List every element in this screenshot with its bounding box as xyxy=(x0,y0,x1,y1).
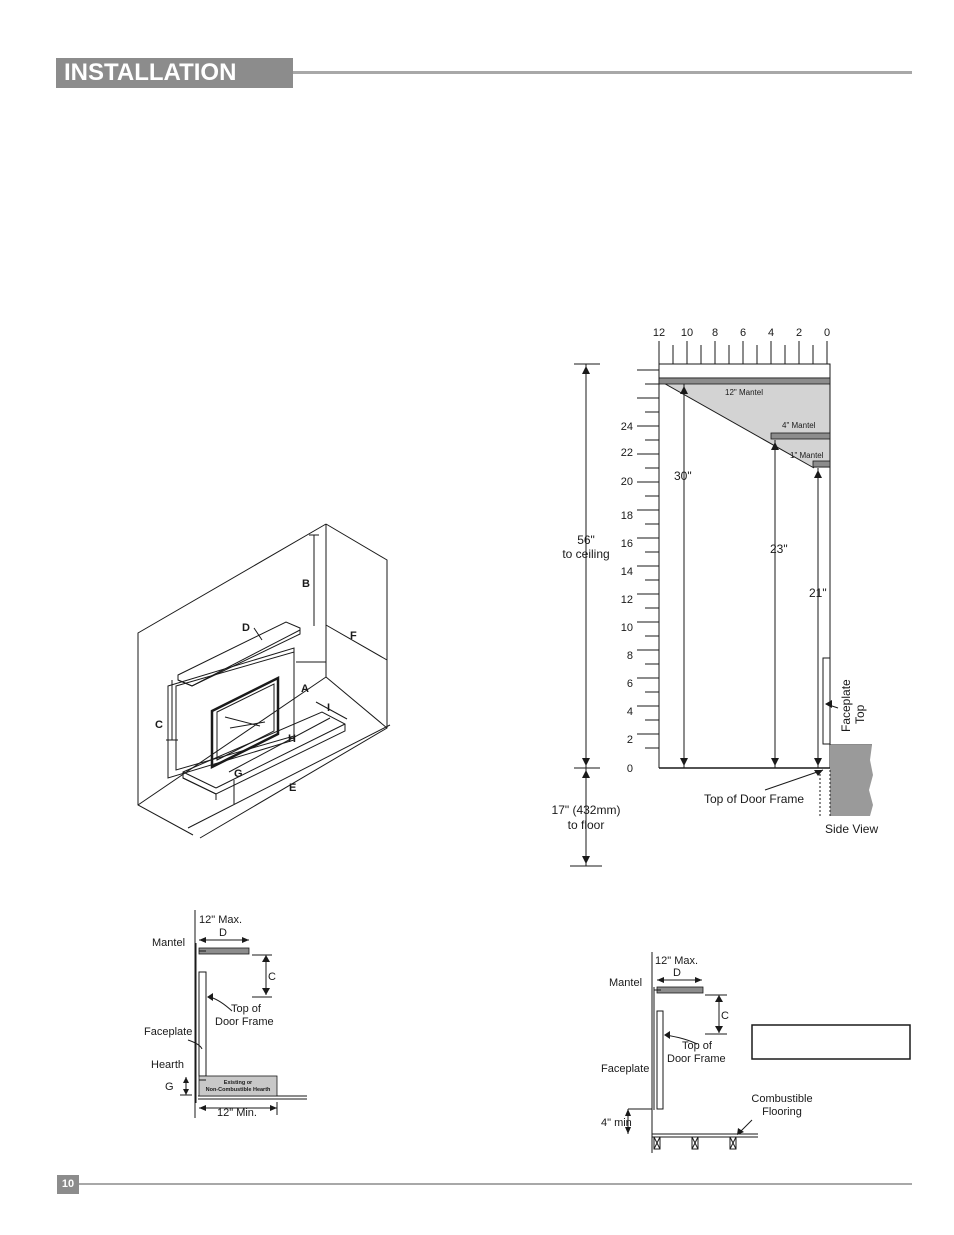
mantel-12-label: 12" Mantel xyxy=(725,388,763,397)
hd-hearth-label: Hearth xyxy=(151,1059,184,1071)
top-scale-8: 8 xyxy=(712,327,718,339)
ceiling-line2: to ceiling xyxy=(562,547,609,561)
left-scale-12: 12 xyxy=(621,594,633,606)
floor-diagram-mantel-bar xyxy=(656,986,704,994)
fd-door-line2: Door Frame xyxy=(667,1053,726,1065)
left-scale-8: 8 xyxy=(627,650,633,662)
fd-min4-label: 4" min xyxy=(601,1117,632,1129)
hd-max-label: 12" Max. xyxy=(199,914,242,926)
combustible-floor-diagram: 12" Max. D Mantel C Top of Door Frame Fa… xyxy=(601,952,911,1153)
iso-label-b: B xyxy=(302,578,310,590)
fd-mantel-label: Mantel xyxy=(609,977,642,989)
page-number: 10 xyxy=(61,1178,75,1190)
top-scale-10: 10 xyxy=(681,327,693,339)
hd-g-label: G xyxy=(165,1081,174,1093)
hd-mantel-label: Mantel xyxy=(152,937,185,949)
fd-max-label: 12" Max. xyxy=(655,955,698,967)
left-scale-10: 10 xyxy=(621,622,633,634)
fd-comb-line1: Combustible xyxy=(751,1093,812,1105)
iso-label-h: H xyxy=(288,733,296,745)
blank-callout-box xyxy=(751,1024,911,1060)
hd-min-label: 12" Min. xyxy=(217,1107,257,1119)
top-scale-2: 2 xyxy=(796,327,802,339)
left-scale-6: 6 xyxy=(627,678,633,690)
hd-c-label: C xyxy=(268,971,276,983)
hd-door-line1: Top of xyxy=(231,1003,262,1015)
left-scale-2: 2 xyxy=(627,734,633,746)
door-frame-label: Top of Door Frame xyxy=(704,792,804,806)
left-scale-14: 14 xyxy=(621,566,633,578)
hd-door-line2: Door Frame xyxy=(215,1016,274,1028)
isometric-fireplace-diagram: B D F A C I H G E xyxy=(137,523,391,839)
mantel-1-label: 1" Mantel xyxy=(790,451,824,460)
dim-30-label: 30" xyxy=(674,469,692,483)
left-scale-20: 20 xyxy=(621,476,633,488)
mantel-4-label: 4" Mantel xyxy=(782,421,816,430)
hearth-block xyxy=(198,1075,278,1097)
faceplate-top-line2: Top xyxy=(853,704,867,724)
mantel-12-bar xyxy=(658,377,831,385)
section-header-bar: INSTALLATION xyxy=(56,58,293,88)
dim-21-label: 21" xyxy=(809,586,827,600)
mantel-clearance-side-view: 12 10 8 6 4 2 0 24 22 20 18 16 14 12 10 … xyxy=(552,327,878,867)
hd-hearth-text2: Non-Combustible Hearth xyxy=(206,1087,271,1093)
section-title: INSTALLATION xyxy=(64,59,237,86)
hd-d-label: D xyxy=(219,927,227,939)
top-scale-12: 12 xyxy=(653,327,665,339)
hd-hearth-text1: Existing or xyxy=(224,1080,253,1086)
iso-label-d: D xyxy=(242,622,250,634)
header-rule xyxy=(293,71,912,74)
ceiling-line1: 56" xyxy=(577,533,595,547)
left-scale-0: 0 xyxy=(627,763,633,775)
floor-line2: to floor xyxy=(568,818,605,832)
left-scale-18: 18 xyxy=(621,510,633,522)
footer-rule xyxy=(79,1183,912,1185)
mantel-1-bar xyxy=(812,460,831,468)
fd-faceplate-label: Faceplate xyxy=(601,1063,649,1075)
dim-23-label: 23" xyxy=(770,542,788,556)
iso-label-e: E xyxy=(289,782,296,794)
hearth-diagram-mantel-bar xyxy=(198,947,250,955)
left-scale-4: 4 xyxy=(627,706,633,718)
top-scale-0: 0 xyxy=(824,327,830,339)
floor-line1: 17" (432mm) xyxy=(552,803,621,817)
faceplate-top-line1: Faceplate xyxy=(839,679,853,732)
wall-section xyxy=(830,745,873,816)
fd-c-label: C xyxy=(721,1010,729,1022)
mantel-4-bar xyxy=(770,432,831,440)
fd-d-label: D xyxy=(673,967,681,979)
iso-label-c: C xyxy=(155,719,163,731)
hd-faceplate-label: Faceplate xyxy=(144,1026,192,1038)
fd-comb-line2: Flooring xyxy=(762,1106,802,1118)
side-view-label: Side View xyxy=(825,822,878,836)
left-scale-24: 24 xyxy=(621,421,633,433)
iso-label-a: A xyxy=(301,683,309,695)
page-number-badge: 10 xyxy=(57,1175,79,1194)
iso-label-g: G xyxy=(234,768,243,780)
hearth-section-diagram: 12" Max. D Mantel C Top of Door Frame Fa… xyxy=(144,910,307,1119)
iso-label-f: F xyxy=(350,630,357,642)
left-scale-16: 16 xyxy=(621,538,633,550)
top-scale-6: 6 xyxy=(740,327,746,339)
left-scale-22: 22 xyxy=(621,447,633,459)
fd-door-line1: Top of xyxy=(682,1040,713,1052)
top-scale-4: 4 xyxy=(768,327,774,339)
iso-label-i: I xyxy=(327,702,330,714)
